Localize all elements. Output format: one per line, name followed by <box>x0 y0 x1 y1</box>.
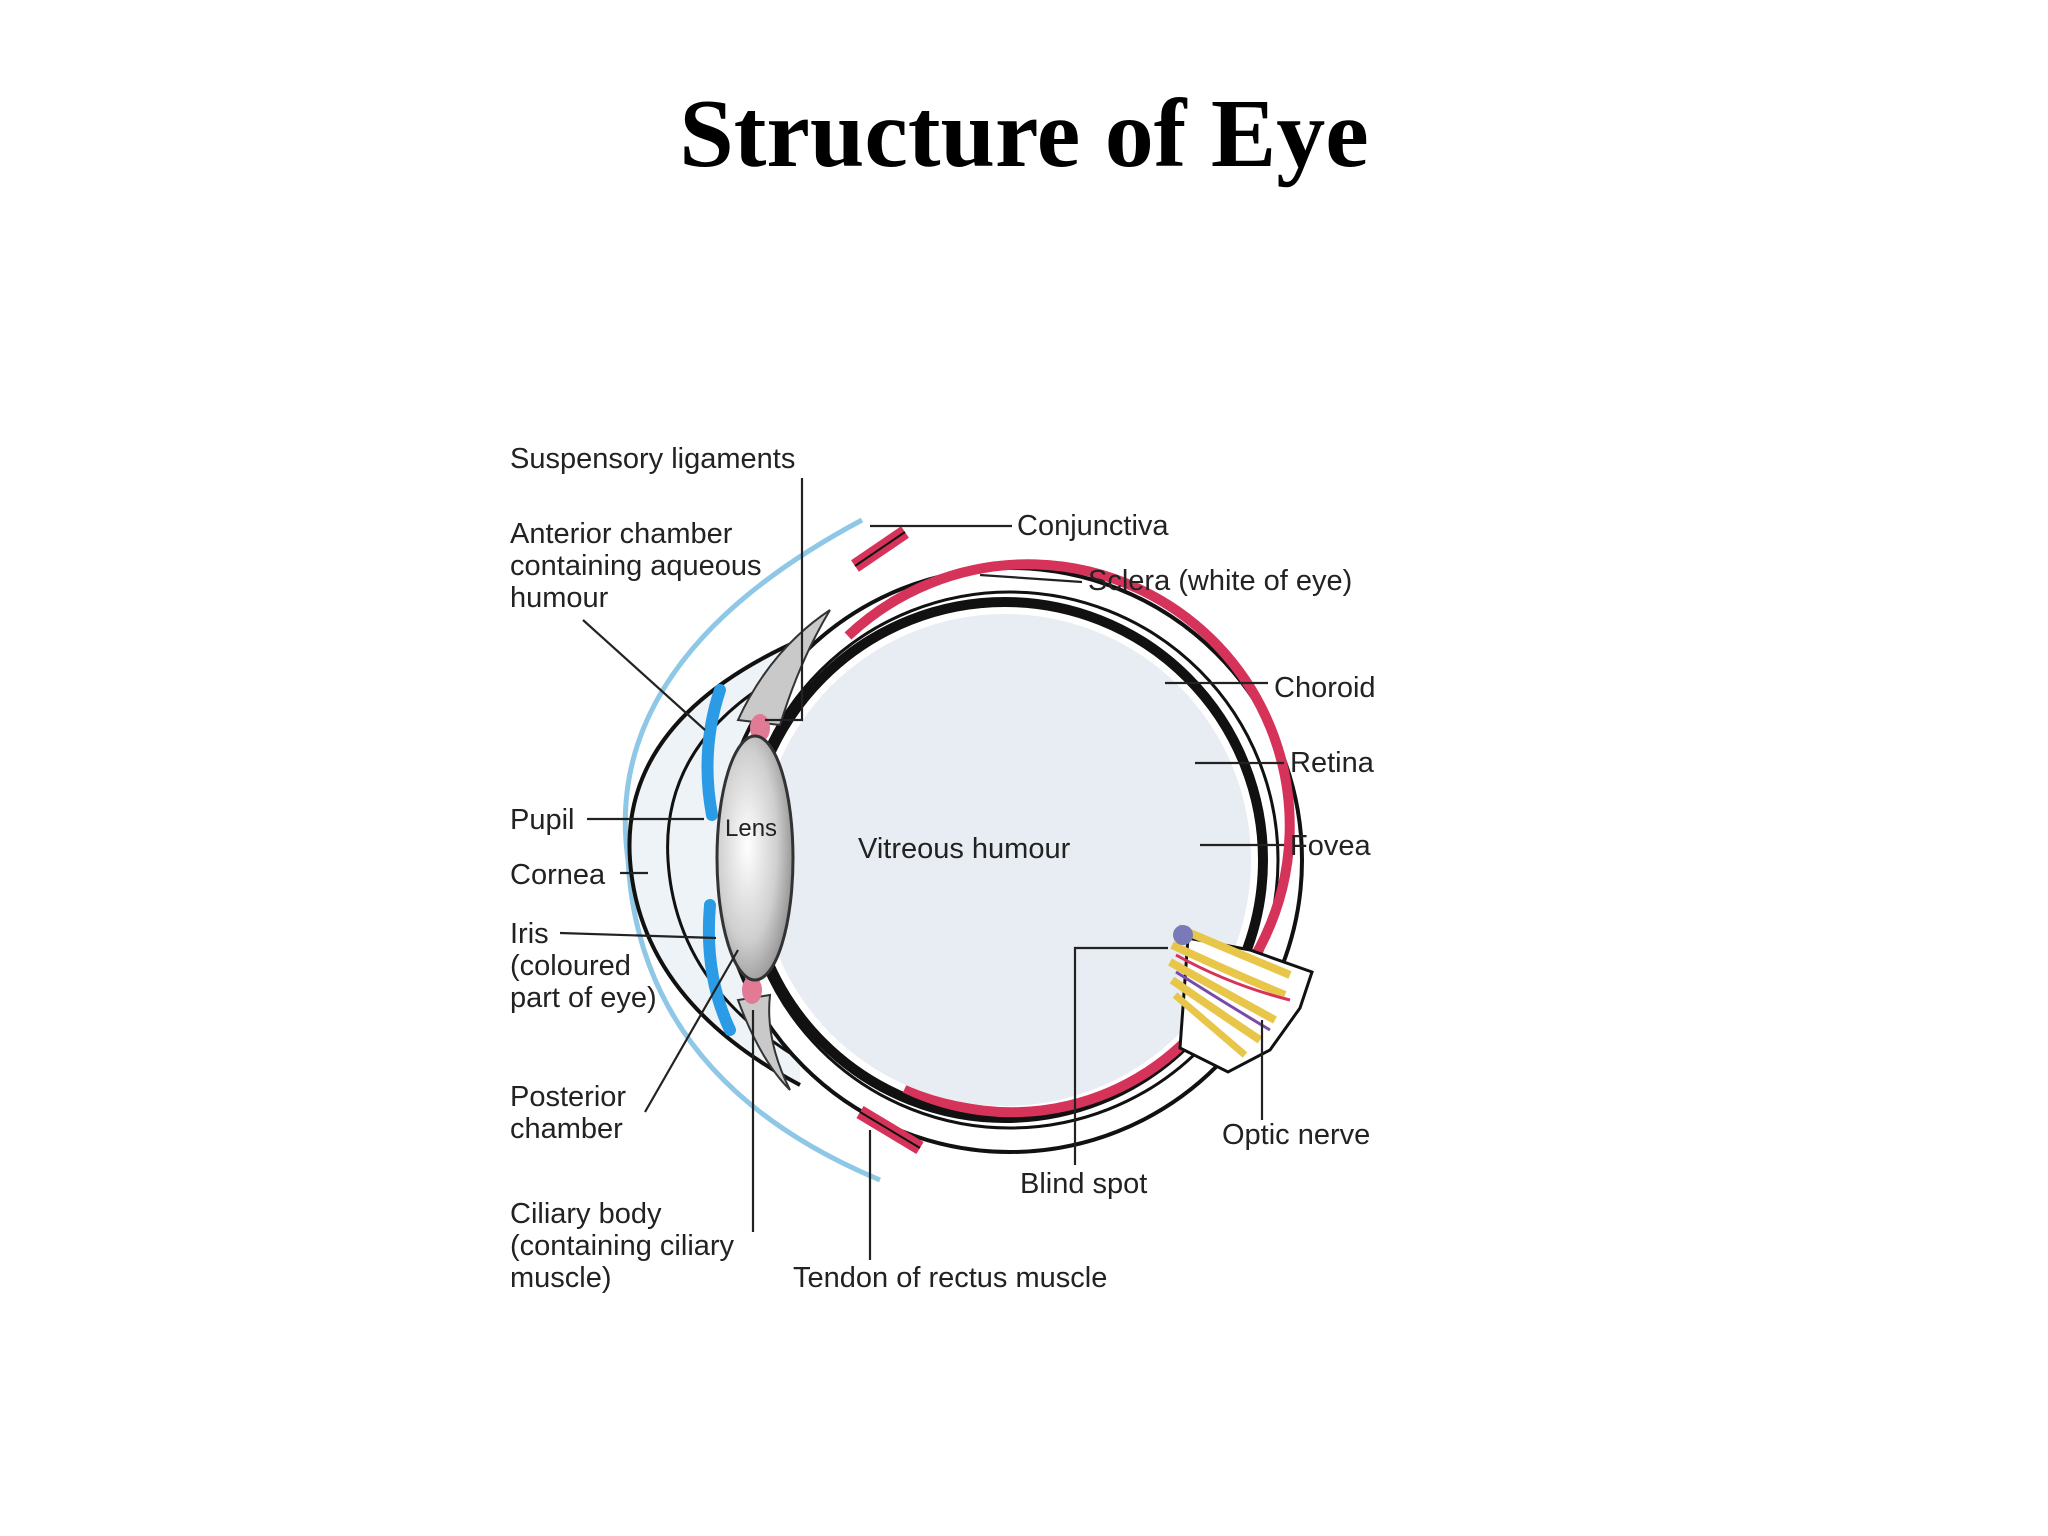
vitreous-humour-area <box>759 614 1251 1106</box>
iris-lower <box>702 899 736 1036</box>
retina-layer <box>844 559 1295 1118</box>
label-ciliary-body: Ciliary body (containing ciliary muscle) <box>510 1198 742 1294</box>
label-vitreous-humour: Vitreous humour <box>858 833 1071 865</box>
label-lens: Lens <box>725 815 777 842</box>
label-conjunctiva: Conjunctiva <box>1017 510 1169 542</box>
iris-upper <box>701 684 726 821</box>
lens-shape <box>715 734 795 982</box>
label-retina: Retina <box>1290 747 1375 779</box>
label-iris: Iris (coloured part of eye) <box>510 918 657 1014</box>
label-sclera: Sclera (white of eye) <box>1088 565 1352 597</box>
label-fovea: Fovea <box>1290 830 1371 862</box>
label-anterior-chamber: Anterior chamber containing aqueous humo… <box>510 518 770 614</box>
label-blind-spot: Blind spot <box>1020 1168 1147 1200</box>
label-choroid: Choroid <box>1274 672 1376 704</box>
slide-title: Structure of Eye <box>679 80 1369 188</box>
label-cornea: Cornea <box>510 859 606 891</box>
label-posterior-chamber: Posterior chamber <box>510 1081 634 1145</box>
label-optic-nerve: Optic nerve <box>1222 1119 1370 1151</box>
label-tendon: Tendon of rectus muscle <box>793 1262 1107 1294</box>
upper-ciliary-body <box>736 609 831 727</box>
label-suspensory-ligaments: Suspensory ligaments <box>510 443 795 475</box>
label-pupil: Pupil <box>510 804 575 836</box>
optic-nerve-shape <box>1168 924 1314 1074</box>
